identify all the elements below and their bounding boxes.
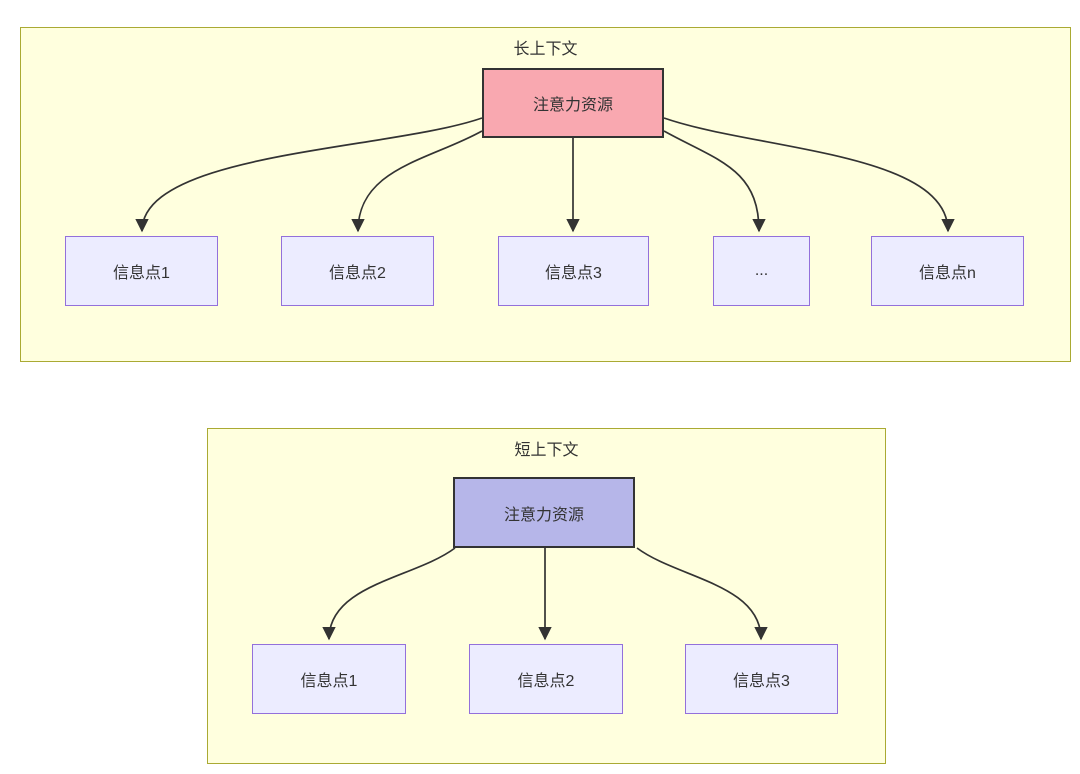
- short-info-point-2-node: 信息点2: [469, 644, 623, 714]
- short-info-point-3-node: 信息点3: [685, 644, 838, 714]
- short-context-title: 短上下文: [514, 442, 579, 459]
- long-info-point-n-node: 信息点n: [871, 236, 1024, 306]
- long-info-point-1-node: 信息点1: [65, 236, 218, 306]
- short-info-point-1-node: 信息点1: [252, 644, 406, 714]
- short-attention-resource-node: 注意力资源: [453, 477, 635, 548]
- long-info-point-2-node: 信息点2: [281, 236, 434, 306]
- long-attention-resource-node: 注意力资源: [482, 68, 664, 138]
- long-context-title: 长上下文: [513, 41, 578, 58]
- long-info-point-ellipsis-node: ...: [713, 236, 810, 306]
- long-info-point-3-node: 信息点3: [498, 236, 649, 306]
